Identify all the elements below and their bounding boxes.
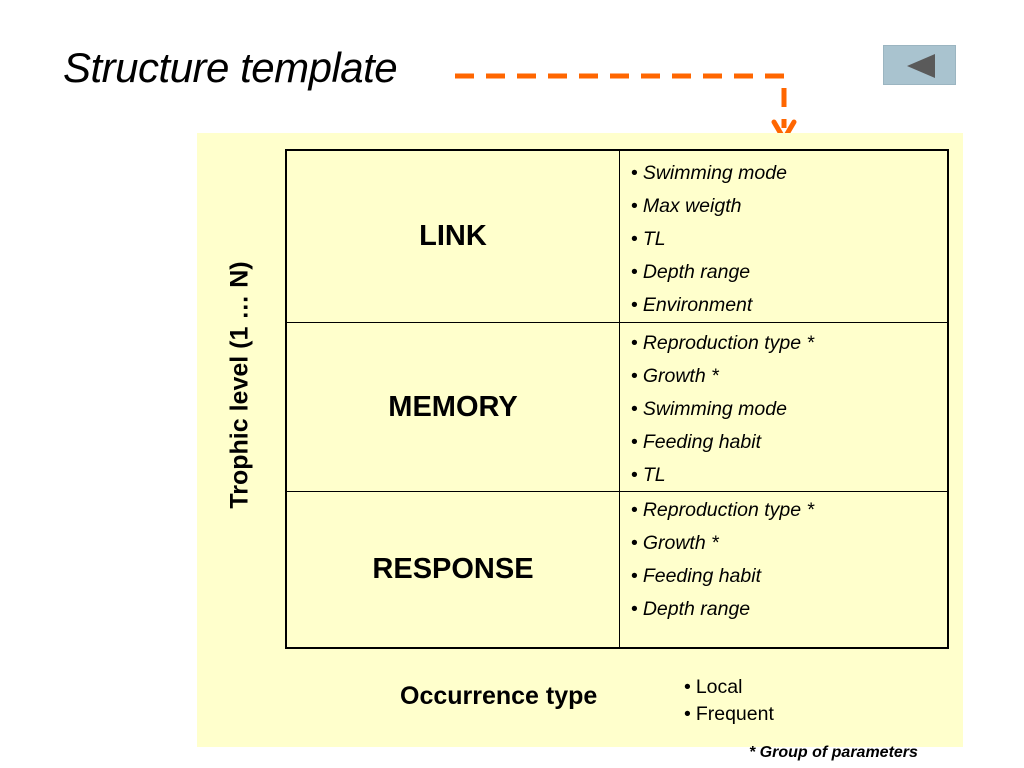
bullet: • bbox=[631, 398, 638, 420]
list-item: •Frequent bbox=[684, 701, 774, 728]
bullet: • bbox=[631, 431, 638, 453]
bullet: • bbox=[631, 294, 638, 316]
param-label: Depth range bbox=[642, 598, 751, 620]
param-label: Growth * bbox=[642, 532, 719, 554]
bullet: • bbox=[684, 703, 691, 725]
list-item: •Environment bbox=[631, 294, 752, 317]
bullet: • bbox=[684, 676, 691, 698]
list-item: •Depth range bbox=[631, 598, 750, 621]
option-label: Frequent bbox=[695, 703, 774, 725]
param-label: TL bbox=[642, 228, 666, 250]
bullet: • bbox=[631, 228, 638, 250]
structure-table: LINK •Swimming mode •Max weigth •TL •Dep… bbox=[285, 149, 949, 649]
trophic-level-axis-label: Trophic level (1 … N) bbox=[225, 261, 254, 509]
table-row-response: RESPONSE •Reproduction type * •Growth * … bbox=[287, 492, 947, 647]
list-item: •Swimming mode bbox=[631, 162, 787, 185]
row-name: RESPONSE bbox=[287, 492, 620, 647]
footnote: * Group of parameters bbox=[749, 744, 918, 761]
list-item: •Growth * bbox=[631, 365, 719, 388]
occurrence-options: •Local •Frequent bbox=[684, 674, 774, 728]
table-row-memory: MEMORY •Reproduction type * •Growth * •S… bbox=[287, 323, 947, 492]
slide-title: Structure template bbox=[63, 44, 398, 91]
table-row-link: LINK •Swimming mode •Max weigth •TL •Dep… bbox=[287, 151, 947, 323]
bullet: • bbox=[631, 565, 638, 587]
list-item: •Swimming mode bbox=[631, 398, 787, 421]
bullet: • bbox=[631, 195, 638, 217]
list-item: •Depth range bbox=[631, 261, 750, 284]
param-label: Feeding habit bbox=[642, 565, 761, 587]
param-label: Swimming mode bbox=[642, 398, 787, 420]
list-item: •Feeding habit bbox=[631, 565, 761, 588]
param-label: Depth range bbox=[642, 261, 751, 283]
list-item: •Reproduction type * bbox=[631, 332, 814, 355]
option-label: Local bbox=[695, 676, 743, 698]
list-item: •TL bbox=[631, 464, 666, 487]
list-item: •Local bbox=[684, 674, 774, 701]
param-label: Environment bbox=[642, 294, 753, 316]
list-item: •Growth * bbox=[631, 532, 719, 555]
param-label: Swimming mode bbox=[642, 162, 787, 184]
bullet: • bbox=[631, 598, 638, 620]
bullet: • bbox=[631, 532, 638, 554]
occurrence-type-label: Occurrence type bbox=[400, 682, 598, 710]
param-list: •Swimming mode •Max weigth •TL •Depth ra… bbox=[621, 151, 947, 322]
bullet: • bbox=[631, 365, 638, 387]
list-item: •Feeding habit bbox=[631, 431, 761, 454]
list-item: •Reproduction type * bbox=[631, 499, 814, 522]
bullet: • bbox=[631, 332, 638, 354]
bullet: • bbox=[631, 499, 638, 521]
list-item: •Max weigth bbox=[631, 195, 741, 218]
param-label: TL bbox=[642, 464, 666, 486]
bullet: • bbox=[631, 261, 638, 283]
back-arrow-icon bbox=[907, 54, 935, 78]
param-label: Max weigth bbox=[642, 195, 742, 217]
list-item: •TL bbox=[631, 228, 666, 251]
param-label: Growth * bbox=[642, 365, 719, 387]
bullet: • bbox=[631, 162, 638, 184]
param-label: Feeding habit bbox=[642, 431, 761, 453]
row-name: MEMORY bbox=[287, 323, 620, 491]
row-name: LINK bbox=[287, 151, 620, 322]
param-label: Reproduction type * bbox=[642, 499, 815, 521]
back-button[interactable] bbox=[883, 45, 956, 85]
bullet: • bbox=[631, 464, 638, 486]
param-label: Reproduction type * bbox=[642, 332, 815, 354]
param-list: •Reproduction type * •Growth * •Feeding … bbox=[621, 492, 947, 647]
param-list: •Reproduction type * •Growth * •Swimming… bbox=[621, 323, 947, 491]
